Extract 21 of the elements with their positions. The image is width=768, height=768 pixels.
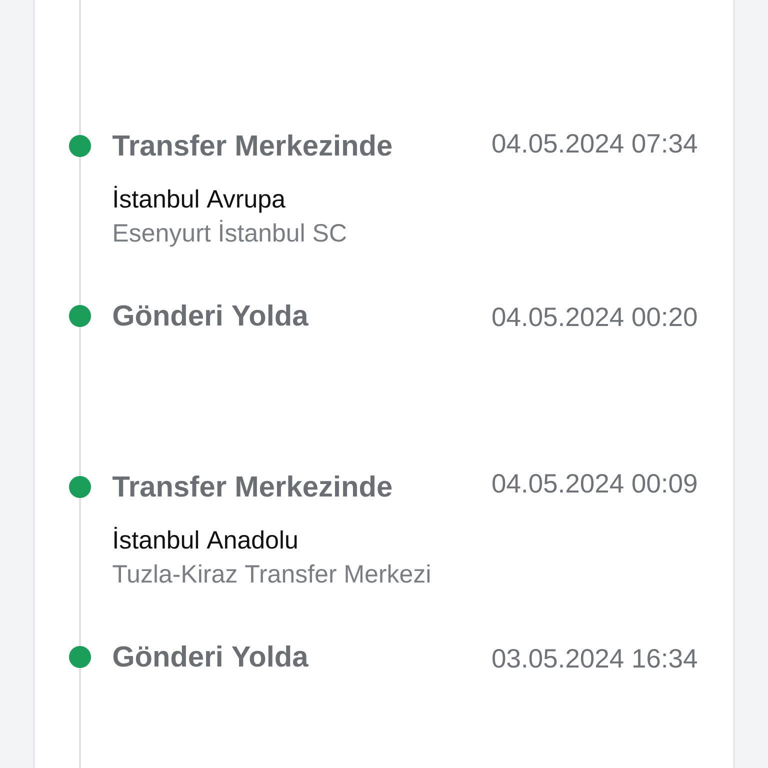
timeline-line (79, 498, 81, 646)
status-dot (69, 646, 91, 668)
location-name: İstanbul Anadolu (114, 526, 297, 549)
timestamp: 04.05.2024 07:34 (492, 134, 697, 153)
timestamp: 04.05.2024 00:09 (492, 474, 696, 493)
timeline-line (79, 0, 81, 135)
status-title: Gönderi Yolda (113, 646, 308, 667)
timestamp: 03.05.2024 16:34 (492, 649, 697, 668)
timeline-line (79, 668, 81, 768)
timeline-line (79, 157, 81, 305)
status-title: Gönderi Yolda (113, 304, 308, 326)
status-dot (69, 135, 91, 157)
facility-name: Tuzla-Kiraz Transfer Merkezi (112, 564, 430, 583)
status-title: Transfer Merkezinde (112, 134, 392, 156)
timeline-line (79, 327, 81, 476)
status-title: Transfer Merkezinde (112, 476, 392, 497)
timestamp: 04.05.2024 00:20 (492, 308, 697, 326)
status-dot (69, 476, 91, 498)
facility-name: Esenyurt İstanbul SC (114, 220, 346, 247)
status-dot (69, 305, 91, 327)
location-name: İstanbul Avrupa (114, 186, 286, 213)
